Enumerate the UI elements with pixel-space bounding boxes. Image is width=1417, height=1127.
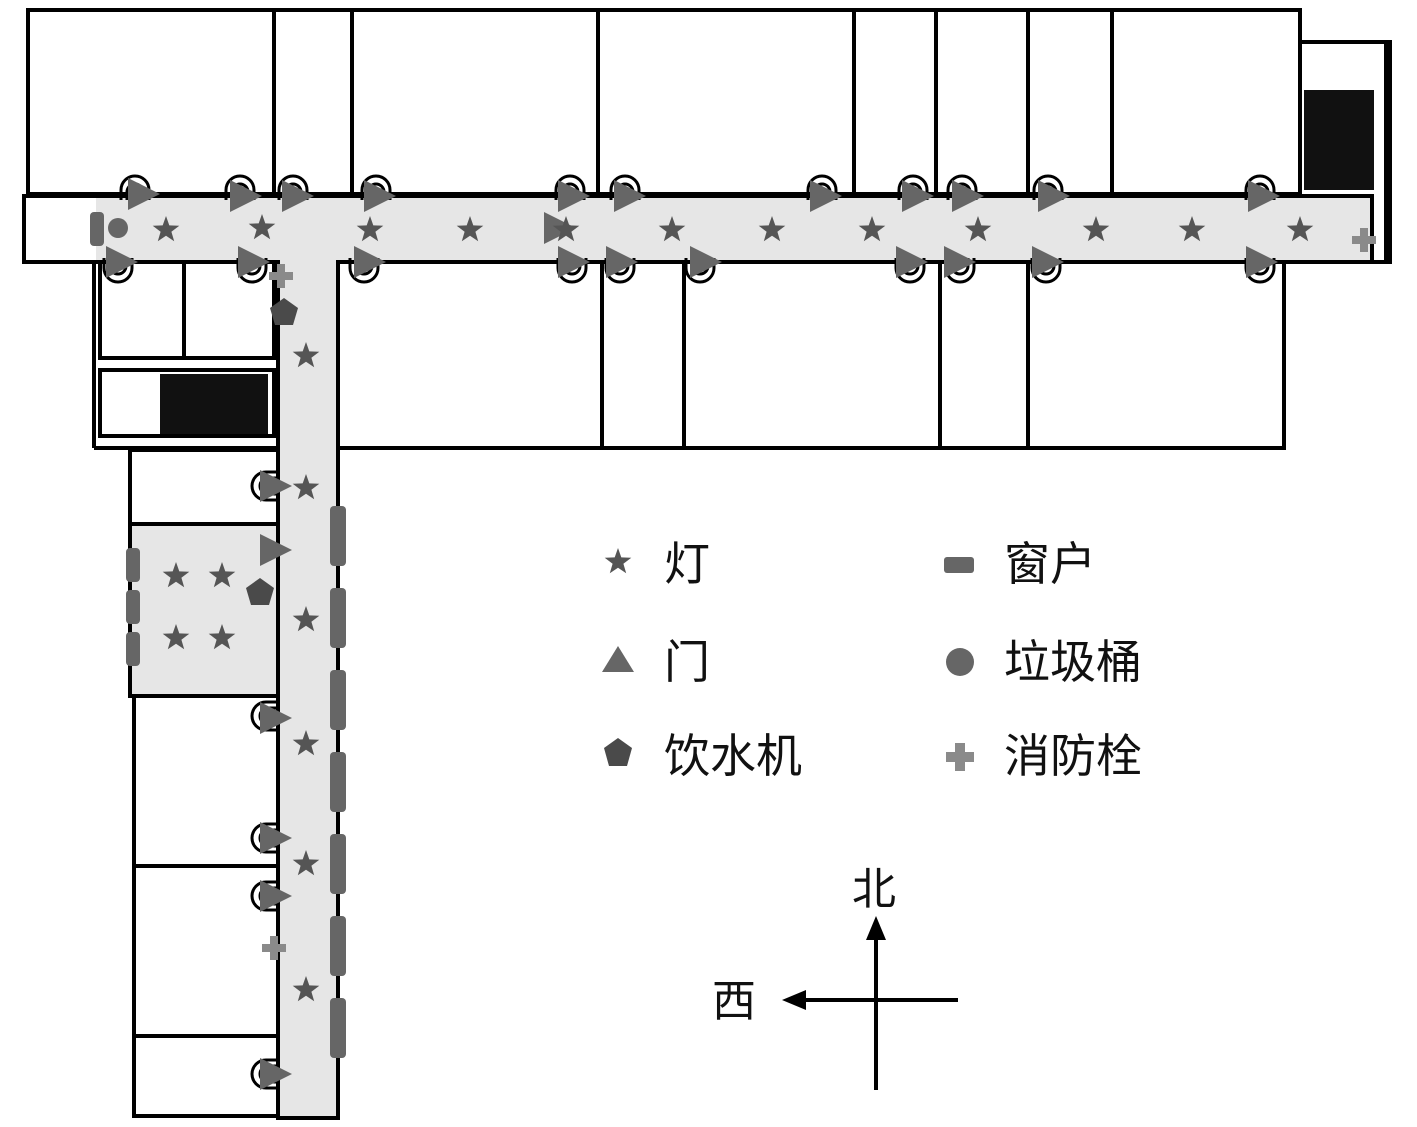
fire-hydrant-marker: [1352, 228, 1376, 252]
window-marker: [126, 548, 140, 582]
south-room-1: [336, 260, 604, 450]
legend-label-window: 窗户: [1004, 537, 1096, 591]
south-room-3: [682, 260, 942, 450]
legend-label-water-dispenser: 饮水机: [664, 729, 802, 783]
window-marker: [330, 588, 346, 648]
trash-bin-marker: [108, 218, 128, 238]
fire-hydrant-marker: [262, 936, 286, 960]
wing-room-5: [132, 1034, 280, 1118]
north-room-7: [1026, 8, 1114, 196]
legend-label-fire-hydrant: 消防栓: [1004, 729, 1142, 783]
north-room-1: [26, 8, 276, 196]
star-icon: [604, 548, 632, 574]
north-room-2: [272, 8, 354, 196]
wing-room-4: [132, 864, 280, 1038]
water-dispenser-marker: [270, 298, 298, 325]
compass: 北 西: [712, 864, 958, 1090]
wing-room-2-lit: [128, 522, 280, 698]
window-marker: [330, 916, 346, 976]
north-room-8: [1110, 8, 1302, 196]
west-stair: [98, 368, 276, 438]
wing-room-1: [128, 448, 280, 526]
south-room-4: [938, 260, 1030, 450]
west-room-b: [182, 260, 276, 360]
water-dispensers: [246, 298, 298, 605]
wing-room-3: [132, 694, 280, 868]
pentagon-icon: [604, 738, 632, 766]
legend: 灯 门 饮水机 窗户 垃圾桶 消防栓: [602, 537, 1142, 783]
triangle-icon: [602, 646, 634, 672]
compass-label-north: 北: [852, 864, 896, 915]
window-marker: [330, 752, 346, 812]
window-marker: [90, 212, 104, 246]
rounded-bar-icon: [944, 557, 974, 573]
circle-icon: [946, 648, 974, 676]
north-room-5: [852, 8, 938, 196]
window-marker: [330, 834, 346, 894]
stair-treads-east: [1304, 90, 1374, 190]
south-room-2: [600, 260, 686, 450]
north-arrow-icon: [866, 916, 886, 940]
stair-treads-west: [160, 374, 268, 434]
corridor-west-end: [26, 198, 96, 260]
windows: [90, 212, 346, 1058]
north-room-6: [934, 8, 1030, 196]
west-room-a: [98, 260, 186, 360]
north-room-4: [596, 8, 856, 196]
legend-label-trash-bin: 垃圾桶: [1004, 635, 1142, 689]
north-room-3: [350, 8, 600, 196]
fire-hydrants: [262, 228, 1376, 960]
south-room-5: [1026, 260, 1286, 450]
legend-label-door: 门: [664, 635, 710, 689]
window-marker: [126, 590, 140, 624]
west-arrow-icon: [782, 990, 806, 1010]
compass-label-west: 西: [712, 976, 756, 1027]
window-marker: [330, 998, 346, 1058]
plus-icon: [946, 743, 974, 771]
window-marker: [126, 632, 140, 666]
fire-hydrant-marker: [269, 264, 293, 288]
water-dispenser-marker: [246, 578, 274, 605]
window-marker: [330, 506, 346, 566]
window-marker: [330, 670, 346, 730]
legend-label-light: 灯: [664, 537, 710, 591]
